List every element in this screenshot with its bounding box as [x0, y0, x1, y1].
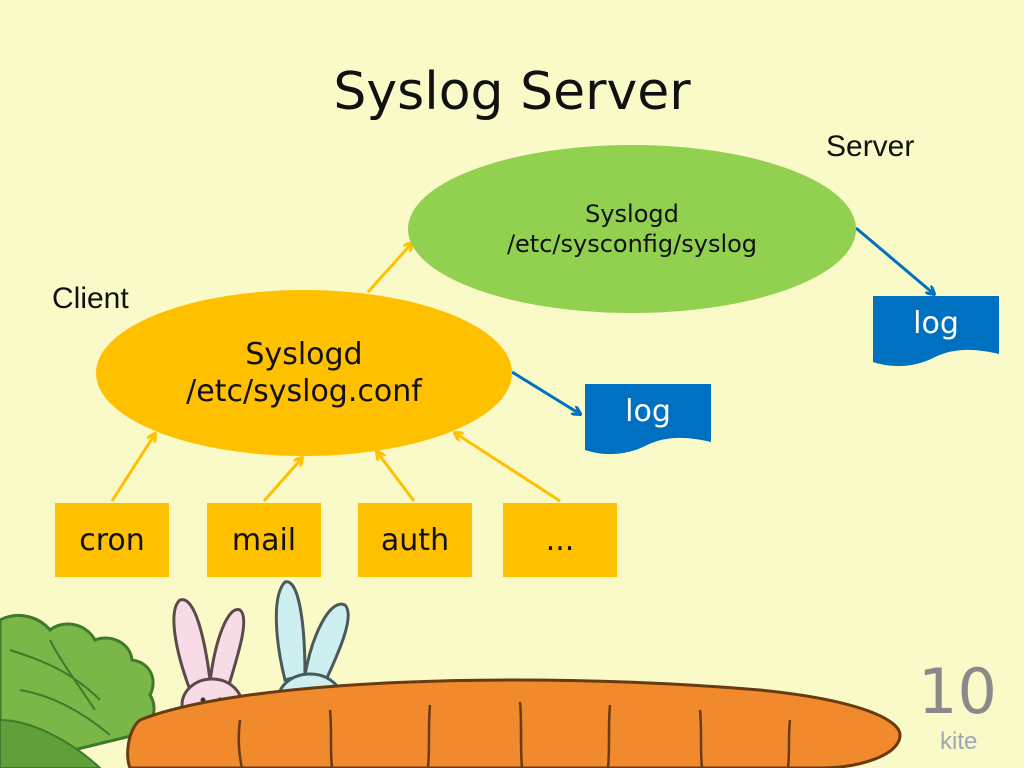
arrow-other-to-client: [455, 433, 561, 503]
server-config-path: /etc/sysconfig/syslog: [506, 230, 758, 258]
facility-box-other: ...: [503, 503, 617, 577]
client-label: Client: [52, 282, 129, 315]
server-log-document: log: [873, 296, 999, 368]
carrot-icon: [126, 678, 902, 768]
server-syslogd-node: Syslogd /etc/sysconfig/syslog: [408, 145, 856, 313]
slide-title: Syslog Server: [333, 62, 691, 122]
arrow-client-to-log: [511, 370, 580, 414]
client-log-label: log: [625, 394, 671, 429]
brand-mark: kite: [940, 728, 978, 755]
facility-box-auth: auth: [358, 503, 472, 577]
arrow-auth-to-client: [377, 452, 416, 502]
client-config-path: /etc/syslog.conf: [186, 374, 422, 409]
document-shape-icon: [873, 296, 999, 367]
client-daemon-name: Syslogd: [245, 336, 363, 372]
facility-box-mail: mail: [207, 503, 321, 577]
page-number: 10: [918, 655, 997, 728]
arrow-server-to-log: [855, 226, 934, 294]
client-log-document: log: [585, 384, 711, 456]
client-syslogd-node: Syslogd /etc/syslog.conf: [96, 290, 512, 456]
server-log-label: log: [913, 306, 959, 341]
arrow-mail-to-client: [262, 458, 302, 502]
carrot-leaves-icon: [0, 614, 156, 768]
document-shape-icon: [585, 384, 711, 455]
arrow-client-to-server: [366, 243, 412, 294]
carrot-rabbits-illustration: [0, 580, 902, 768]
server-daemon-name: Syslogd: [585, 200, 679, 228]
arrow-cron-to-client: [110, 434, 155, 502]
server-label: Server: [826, 130, 915, 163]
facility-box-cron: cron: [55, 503, 169, 577]
